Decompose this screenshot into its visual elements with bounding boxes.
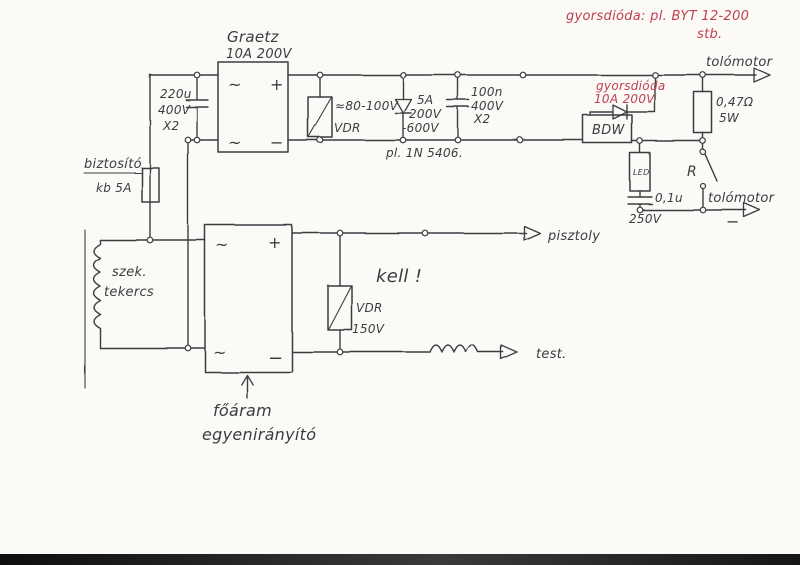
vdr1-name-label: VDR — [334, 121, 361, 135]
ground-arrow-icon — [500, 344, 518, 360]
fast-diode-rating-label: 10A 200V — [594, 92, 655, 106]
gun-output-label: pisztoly — [547, 229, 600, 244]
cap1-voltage-label: 400V — [158, 103, 191, 117]
switch-label: R — [687, 164, 697, 180]
graetz-rating-label: 10A 200V — [226, 47, 292, 62]
cap2-symbol — [446, 74, 470, 141]
resistor-value-label: 0,47Ω — [716, 95, 754, 109]
graetz-ac-symbol-bottom: ~ — [228, 133, 242, 152]
motor-top-label: tolómotor — [706, 55, 774, 70]
rectifier-pointer-arrowhead — [240, 374, 254, 386]
switch-contact-bottom — [699, 182, 707, 190]
fast-diode-name-label: gyorsdióda — [596, 79, 666, 93]
main-rect-caption-line1: főáram — [213, 401, 272, 420]
led-label: LED — [633, 168, 650, 177]
cap2-class-label: X2 — [473, 112, 490, 126]
main-rect-ac-symbol-top: ~ — [215, 235, 229, 254]
fast-diode-left-lead — [589, 111, 614, 116]
switch-blade — [704, 153, 718, 182]
vdr1-diagonal — [308, 97, 332, 137]
junction-dots — [146, 71, 707, 356]
switch-contact-top — [699, 148, 707, 156]
main-rect-plus-symbol: + — [268, 233, 282, 252]
gun-arrow-icon — [523, 225, 541, 241]
motor-top-arrow-icon — [753, 67, 771, 83]
cap1-value-label: 220u — [160, 87, 192, 101]
fuse-label: biztosító — [84, 157, 142, 172]
cap3-symbol — [627, 190, 653, 211]
graetz-minus-symbol: − — [270, 133, 284, 152]
cap3-voltage-label: 250V — [629, 212, 662, 226]
fast-diode-note-line1: gyorsdióda: pl. BYT 12-200 — [566, 9, 749, 24]
schematic-labels: gyorsdióda: pl. BYT 12-200 stb. Graetz 1… — [84, 9, 776, 444]
schematic-drawing — [83, 61, 771, 399]
main-rect-caption-line2: egyenirányító — [202, 425, 316, 444]
diode1-triangle — [394, 98, 412, 114]
vdr2-name-label: VDR — [356, 301, 383, 315]
main-rect-ac-symbol-bottom: ~ — [213, 343, 227, 362]
bdw-module-label: BDW — [592, 123, 626, 138]
motor-bottom-label: tolómotor — [708, 191, 776, 206]
kell-annotation: kell ! — [376, 266, 422, 287]
graetz-ac-symbol-top: ~ — [228, 75, 242, 94]
fast-diode-right-lead — [626, 74, 656, 113]
vdr1-range-label: ≈80-100V — [335, 99, 399, 113]
fast-diode-note-line2: stb. — [697, 27, 722, 42]
cap2-value-label: 100n — [471, 85, 503, 99]
choke-coil-symbol — [429, 344, 479, 353]
bdw-module-box — [582, 114, 633, 144]
vdr2-diagonal — [328, 286, 352, 330]
cap3-value-label: 0,1u — [655, 191, 683, 205]
fast-diode-triangle — [612, 104, 628, 120]
cap1-class-label: X2 — [162, 119, 179, 133]
resistor-symbol — [693, 91, 713, 134]
vdr2-symbol — [327, 285, 353, 331]
ground-output-label: test. — [536, 347, 567, 362]
graetz-bridge-box — [217, 61, 289, 153]
resistor-power-label: 5W — [719, 111, 740, 125]
graetz-plus-symbol: + — [270, 75, 284, 94]
vdr2-voltage-label: 150V — [352, 322, 385, 336]
main-rect-minus-symbol: − — [268, 348, 283, 369]
cap2-voltage-label: 400V — [471, 99, 504, 113]
motor-bottom-arrow-icon — [743, 202, 761, 218]
diode1-voltage2-label: -600V — [402, 121, 439, 135]
cap1-symbol — [185, 74, 209, 141]
diode1-example-label: pl. 1N 5406. — [385, 146, 463, 160]
main-rectifier-box — [204, 224, 293, 373]
graetz-title-label: Graetz — [227, 28, 280, 46]
motor-bottom-minus-label: − — [726, 212, 740, 231]
winding-label-1: szek. — [112, 265, 147, 280]
fuse-rating-label: kb 5A — [96, 181, 132, 195]
scanner-edge-shadow — [0, 554, 800, 565]
secondary-winding-symbol — [92, 239, 101, 349]
diode1-voltage1-label: 200V — [409, 107, 442, 121]
winding-label-2: tekercs — [104, 285, 154, 300]
diode1-current-label: 5A — [417, 93, 433, 107]
